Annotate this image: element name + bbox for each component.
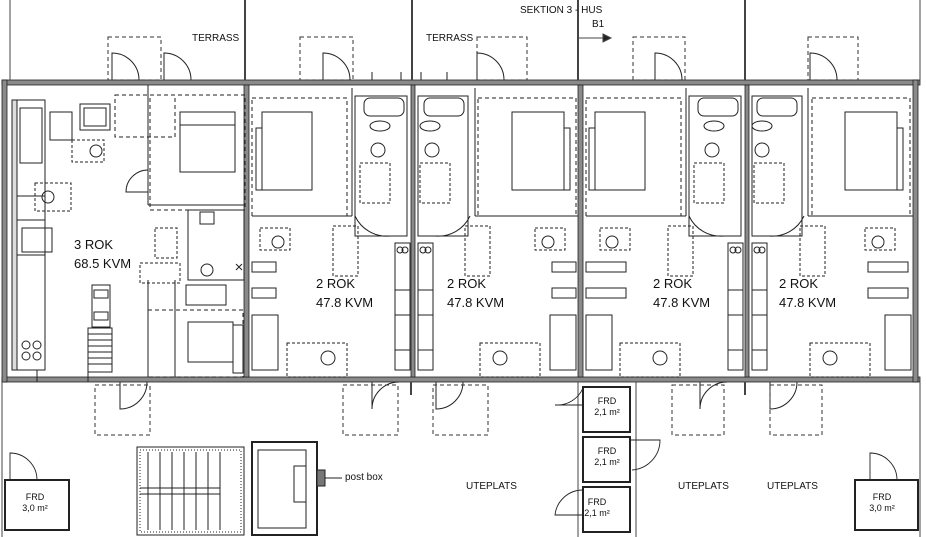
storage-label-5: FRD 3,0 m² [858, 492, 906, 515]
apartment-1-fixtures [11, 85, 246, 378]
apartment-rooms: 2 ROK [316, 276, 356, 291]
patio-label-1: UTEPLATS [466, 481, 517, 492]
storage-doors [9, 387, 898, 516]
post-box-label: post box [345, 472, 383, 483]
storage-area: 2,1 m² [594, 407, 620, 418]
apartment-rooms: 2 ROK [779, 276, 819, 291]
apartment-label-2: 2 ROK 47.8 KVM [316, 275, 373, 313]
terrace-dividers [9, 0, 921, 80]
storage-label-1: FRD 3,0 m² [10, 492, 60, 515]
apartment-rooms: 2 ROK [653, 276, 693, 291]
apartment-4-fixtures [585, 88, 744, 378]
storage-area: 2,1 m² [594, 457, 620, 468]
party-walls [243, 84, 750, 378]
storage-name: FRD [872, 492, 892, 502]
apartment-label-1: 3 ROK 68.5 KVM [74, 236, 131, 274]
apartment-label-5: 2 ROK 47.8 KVM [779, 275, 836, 313]
apartment-area: 47.8 KVM [653, 294, 711, 310]
storage-name: FRD [25, 492, 45, 502]
terrace-furniture [107, 36, 859, 81]
apartment-area: 47.8 KVM [447, 294, 505, 310]
storage-area: 2,1 m² [584, 508, 610, 519]
storage-name: FRD [597, 396, 617, 406]
lower-doors [36, 370, 798, 410]
apartment-label-3: 2 ROK 47.8 KVM [447, 275, 504, 313]
apartment-area: 47.8 KVM [316, 294, 374, 310]
staircase [136, 441, 342, 536]
apartment-area: 68.5 KVM [74, 255, 132, 271]
section-label: SEKTION 3 - HUS [520, 5, 603, 16]
storage-label-4: FRD 2,1 m² [575, 497, 619, 520]
storage-label-2: FRD 2,1 m² [585, 396, 629, 419]
terrace-label-2: TERRASS [426, 33, 474, 44]
storage-name: FRD [597, 446, 617, 456]
storage-name: FRD [587, 497, 607, 507]
patio-label-2: UTEPLATS [678, 481, 729, 492]
apartment-3-fixtures [417, 88, 578, 378]
storage-rooms [4, 386, 919, 533]
apartment-area: 47.8 KVM [779, 294, 837, 310]
apartment-rooms: 2 ROK [447, 276, 487, 291]
apartment-rooms: 3 ROK [74, 237, 114, 252]
upper-doors [111, 52, 838, 81]
patio-furniture [94, 384, 823, 436]
section-mark: B1 [592, 19, 605, 30]
storage-area: 3,0 m² [22, 503, 48, 514]
storage-area: 3,0 m² [869, 503, 895, 514]
patio-label-3: UTEPLATS [767, 481, 818, 492]
terrace-label-1: TERRASS [192, 33, 240, 44]
exterior-walls [1, 79, 921, 383]
apartment-2-fixtures [251, 88, 411, 378]
storage-label-3: FRD 2,1 m² [585, 446, 629, 469]
apartment-label-4: 2 ROK 47.8 KVM [653, 275, 710, 313]
apartment-5-fixtures [751, 88, 913, 378]
patio-dividers [1, 382, 921, 537]
